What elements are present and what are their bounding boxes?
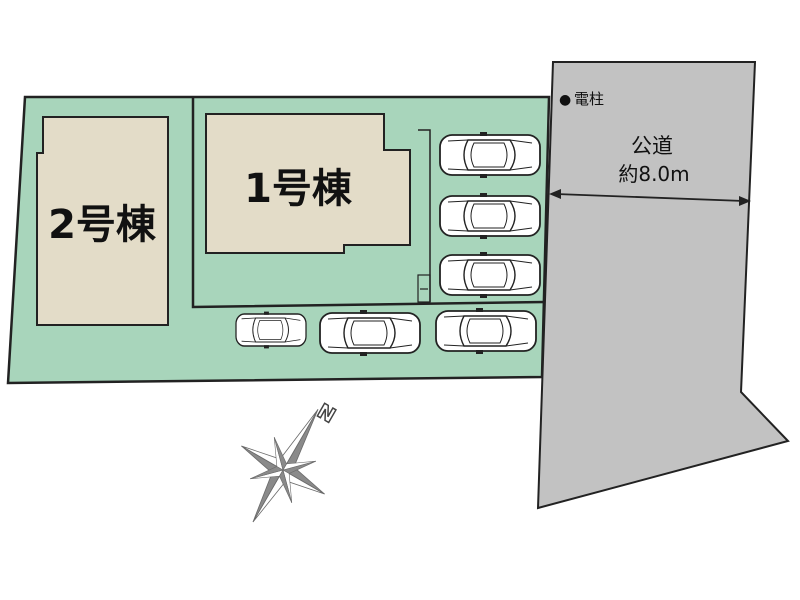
- building-2: [36, 116, 169, 326]
- car-icon: [235, 310, 307, 350]
- road-name: 公道: [631, 134, 673, 158]
- building-2-label: 2号棟: [48, 202, 157, 248]
- car-icon: [435, 307, 537, 355]
- car-icon: [439, 192, 541, 240]
- parking-divider: [418, 129, 431, 302]
- lot-1-boundary: [191, 97, 546, 309]
- road-width: 約8.0m: [618, 162, 689, 186]
- step-marker: [417, 274, 431, 303]
- car-icon: [439, 131, 541, 179]
- utility-pole-marker: ●: [559, 92, 571, 108]
- public-road: [536, 61, 790, 510]
- building-1-label: 1号棟: [244, 166, 353, 212]
- building-1: [205, 113, 411, 254]
- road-width-dimension: [555, 193, 745, 202]
- car-icon: [319, 309, 421, 357]
- compass-rose-icon: [241, 409, 325, 523]
- compass-north-label: N: [313, 399, 340, 428]
- car-icon: [439, 251, 541, 299]
- utility-pole-label: 電柱: [574, 90, 604, 108]
